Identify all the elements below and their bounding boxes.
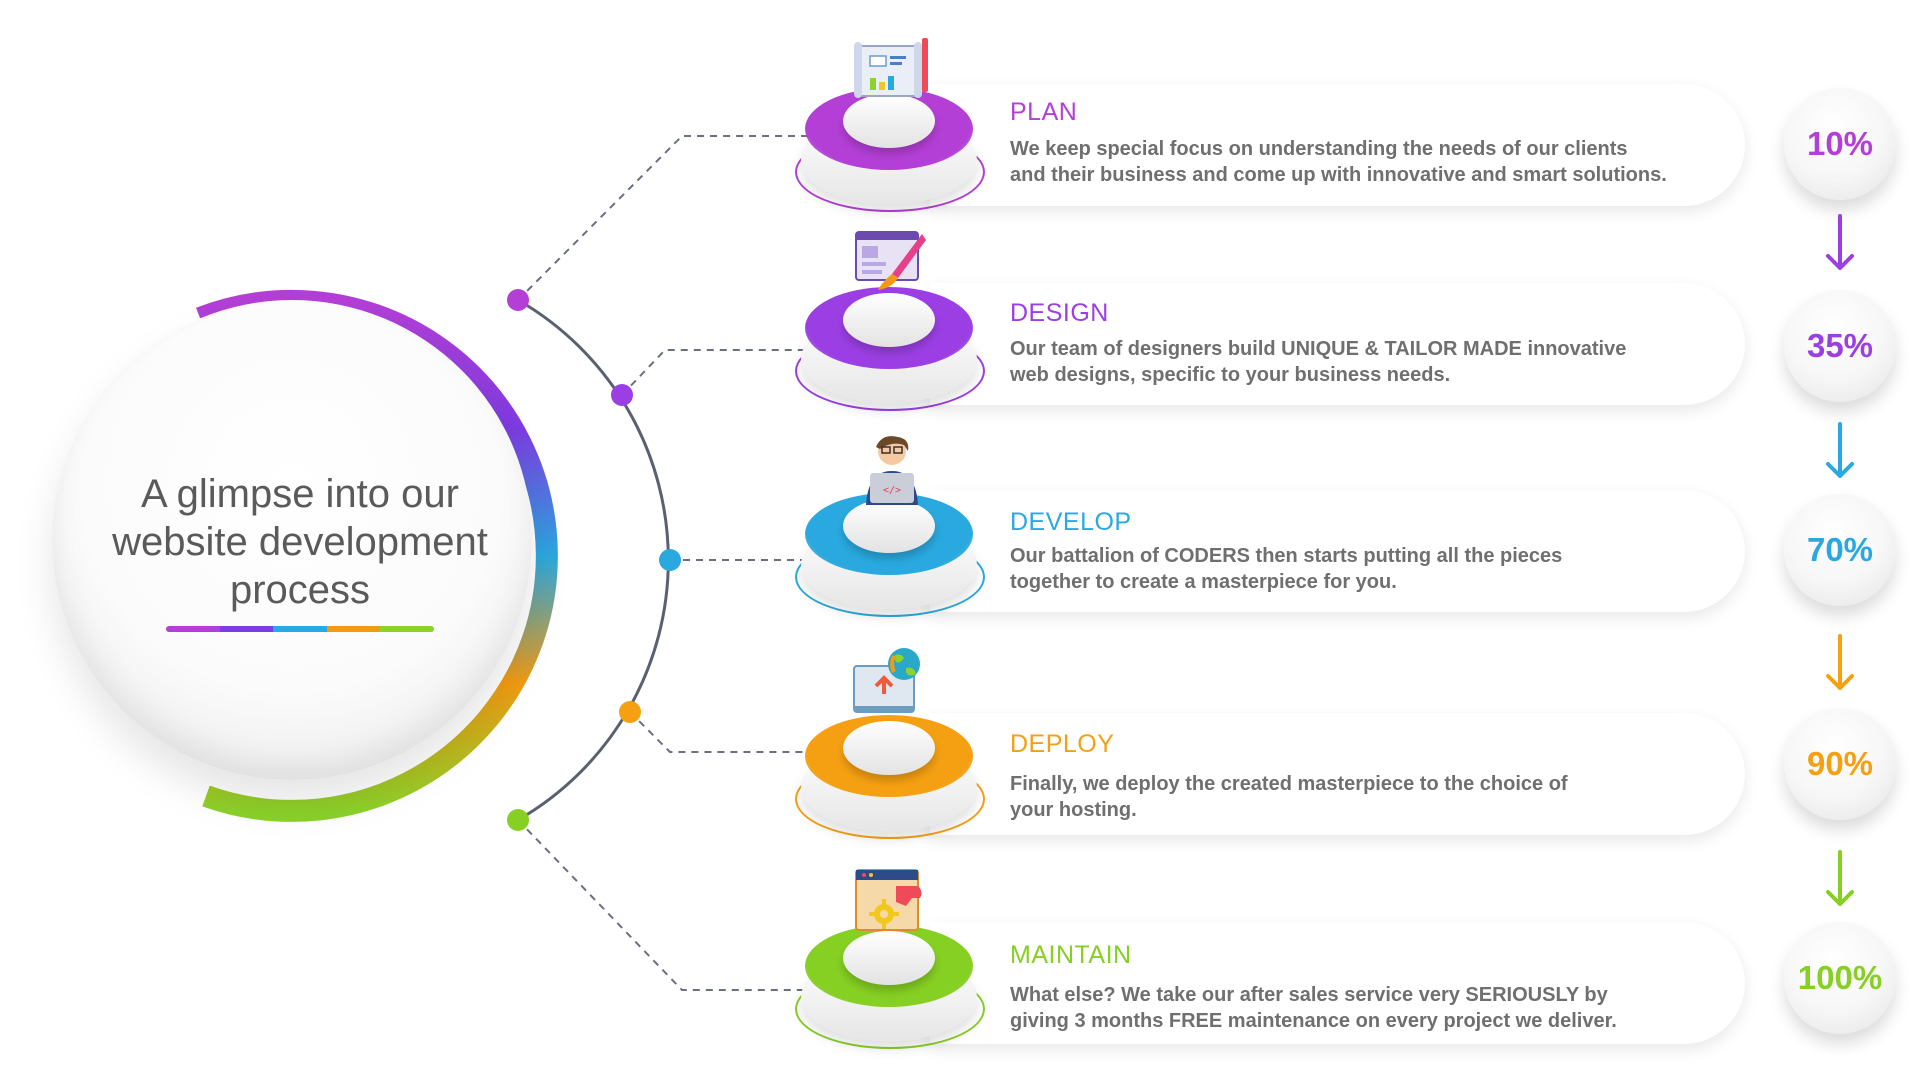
hub-bar-segment <box>219 626 274 632</box>
percent-circle <box>1784 922 1896 1034</box>
step-card-maintain <box>930 922 1745 1044</box>
percent-develop: 70% <box>1806 531 1874 568</box>
step-desc-maintain: What else? We take our after sales servi… <box>1010 982 1710 1034</box>
pedestal-design <box>795 287 985 417</box>
step-desc-line: and their business and come up with inno… <box>1010 164 1667 186</box>
step-desc-line: We keep special focus on understanding t… <box>1010 138 1628 160</box>
step-title-maintain: MAINTAIN <box>1010 941 1132 969</box>
step-desc-line: together to create a masterpiece for you… <box>1010 571 1397 593</box>
step-card-develop <box>930 490 1745 612</box>
step-desc-line: Finally, we deploy the created masterpie… <box>1010 773 1568 795</box>
step-title-plan: PLAN <box>1010 98 1078 126</box>
step-card-design <box>930 283 1745 405</box>
pedestal-maintain <box>795 925 985 1055</box>
connector-nodes <box>507 289 681 831</box>
step-desc-deploy: Finally, we deploy the created masterpie… <box>1010 771 1710 823</box>
hub-title-line-2: website development <box>112 520 488 564</box>
step-desc-line: Our battalion of CODERS then starts putt… <box>1010 545 1563 567</box>
blueprint-icon <box>854 38 928 98</box>
dashed-connector <box>517 819 812 991</box>
step-desc-line: Our team of designers build UNIQUE & TAI… <box>1010 338 1627 360</box>
step-card-deploy <box>930 713 1745 835</box>
pedestal-plan <box>795 88 985 218</box>
connector-node <box>611 384 633 406</box>
svg-text:</>: </> <box>883 485 901 496</box>
hub-color-bar <box>166 626 434 632</box>
pedestal-cap <box>843 499 935 553</box>
connector-node <box>619 701 641 723</box>
pedestal-cap <box>843 721 935 775</box>
globe-upload-icon <box>853 648 920 713</box>
coder-laptop-icon: </> <box>866 436 918 505</box>
step-title-develop: DEVELOP <box>1010 508 1132 536</box>
step-desc-plan: We keep special focus on understanding t… <box>1010 136 1710 188</box>
hub-title-line-1: A glimpse into our <box>141 472 459 516</box>
connector-node <box>659 549 681 571</box>
step-desc-line: web designs, specific to your business n… <box>1010 364 1451 386</box>
percent-circle <box>1784 708 1896 820</box>
percent-circle <box>1784 290 1896 402</box>
percent-deploy: 90% <box>1806 745 1874 782</box>
dashed-connector <box>517 135 812 301</box>
step-desc-line: What else? We take our after sales servi… <box>1010 984 1608 1006</box>
step-desc-develop: Our battalion of CODERS then starts putt… <box>1010 543 1710 595</box>
dashed-connector <box>621 349 812 396</box>
connector-node <box>507 289 529 311</box>
hub-bar-segment <box>326 626 381 632</box>
percent-maintain: 100% <box>1797 959 1883 996</box>
pedestal-cap <box>843 293 935 347</box>
hub-circle <box>52 300 532 780</box>
pedestal-develop <box>795 493 985 623</box>
hub-title-line-3: process <box>229 568 371 612</box>
percent-plan: 10% <box>1806 125 1874 162</box>
percent-circle <box>1784 494 1896 606</box>
connector-node <box>507 809 529 831</box>
step-desc-design: Our team of designers build UNIQUE & TAI… <box>1010 336 1710 388</box>
dashed-connectors <box>517 135 812 991</box>
step-desc-line: your hosting. <box>1010 799 1137 821</box>
pedestal-cap <box>843 94 935 148</box>
hub-bar-segment <box>273 626 327 632</box>
percent-circle <box>1784 88 1896 200</box>
dashed-connector <box>629 711 812 753</box>
percent-design: 35% <box>1806 327 1874 364</box>
wrench-gear-icon <box>855 869 922 931</box>
hub-bar-segment <box>380 626 434 632</box>
step-card-plan <box>930 84 1745 206</box>
pedestal-cap <box>843 931 935 985</box>
hub-title: A glimpse into our website development p… <box>60 470 540 614</box>
hub-bar-segment <box>166 626 220 632</box>
paintbrush-window-icon <box>855 231 926 290</box>
step-desc-line: giving 3 months FREE maintenance on ever… <box>1010 1010 1617 1032</box>
step-title-design: DESIGN <box>1010 299 1109 327</box>
pedestal-deploy <box>795 715 985 845</box>
step-title-deploy: DEPLOY <box>1010 730 1115 758</box>
